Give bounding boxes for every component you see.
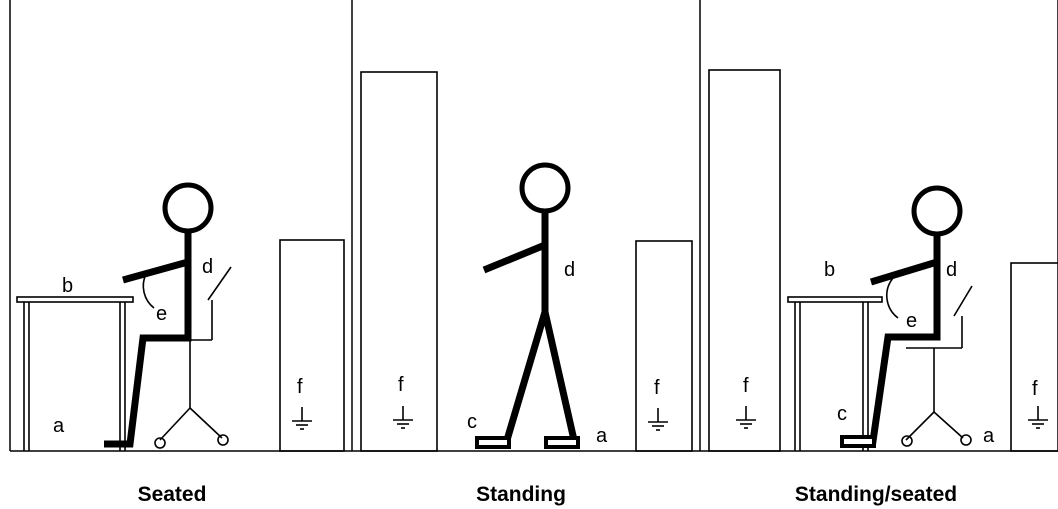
label-f: f (654, 377, 660, 399)
desk (16, 296, 134, 451)
seated-person (104, 182, 214, 448)
panel-standing: c d a f f Standing (360, 71, 693, 506)
label-b: b (62, 275, 73, 297)
panel-standing-seated: b d e c a f f Standing/seated (708, 69, 1058, 506)
office-chair (901, 285, 973, 447)
caption-seated: Seated (138, 483, 207, 506)
right-shoe (544, 436, 580, 449)
diagram-frame (9, 0, 1058, 452)
ground-symbol (393, 406, 413, 429)
label-f: f (297, 376, 303, 398)
label-f: f (743, 375, 749, 397)
label-f: f (398, 374, 404, 396)
head (162, 182, 214, 234)
head (519, 162, 571, 214)
tall-cabinet (360, 71, 438, 452)
storage-cabinet (279, 239, 345, 452)
ground-symbol (1028, 406, 1048, 429)
elbow-angle-arc (142, 273, 155, 309)
label-d: d (564, 259, 575, 281)
shoe (840, 435, 876, 448)
left-shoe (475, 436, 511, 449)
ground-symbol (736, 406, 756, 429)
office-chair (154, 266, 232, 449)
label-e: e (906, 310, 917, 332)
standing-seated-person (840, 185, 963, 448)
ground-symbol (292, 407, 312, 430)
label-a: a (53, 415, 65, 437)
standing-person (475, 162, 580, 449)
caption-standing: Standing (476, 483, 566, 506)
label-e: e (156, 303, 167, 325)
panel-seated: a b d e f Seated (16, 182, 345, 506)
label-d: d (946, 259, 957, 281)
label-a: a (983, 425, 995, 447)
desk (787, 296, 883, 451)
storage-cabinet (1010, 262, 1058, 452)
head (911, 185, 963, 237)
label-b: b (824, 259, 835, 281)
storage-cabinet (635, 240, 693, 452)
label-f: f (1032, 378, 1038, 400)
caption-standing-seated: Standing/seated (795, 483, 957, 506)
elbow-angle-arc (886, 277, 899, 319)
label-c: c (467, 411, 477, 433)
label-d: d (202, 256, 213, 278)
label-c: c (837, 403, 847, 425)
tall-cabinet (708, 69, 781, 452)
label-a: a (596, 425, 608, 447)
ground-symbol (648, 408, 668, 431)
